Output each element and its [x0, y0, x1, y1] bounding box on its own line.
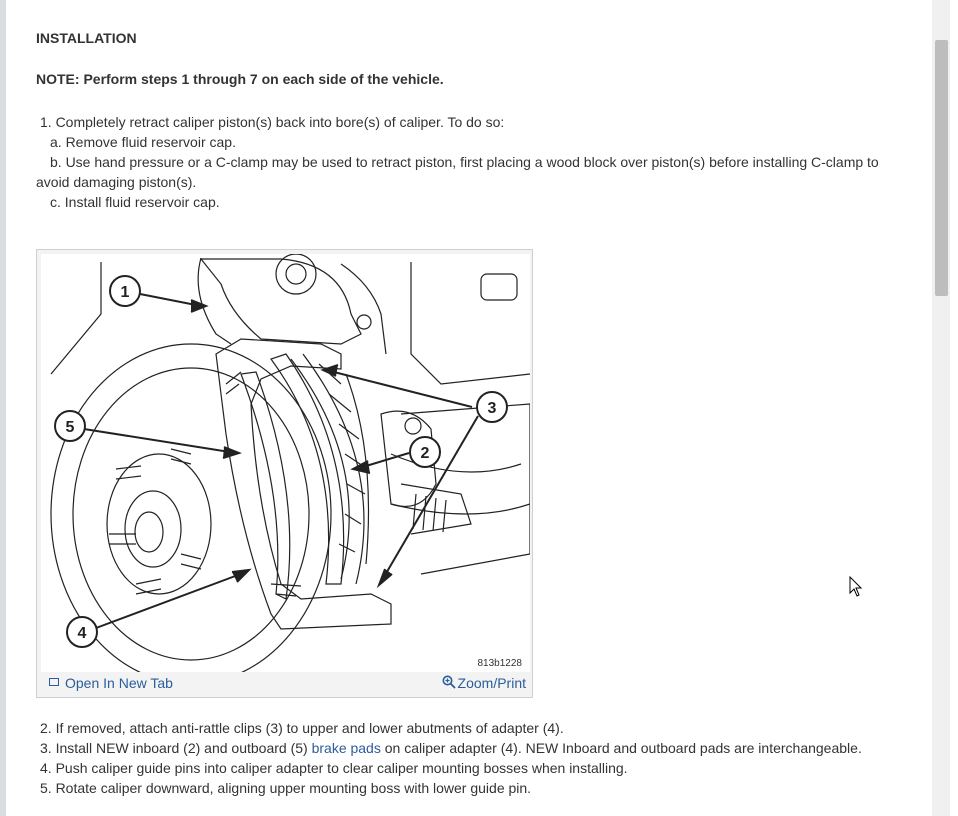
- scrollbar-thumb[interactable]: [935, 40, 948, 296]
- illustration-figure: 1 2 3 4 5 813b1228: [36, 249, 533, 698]
- step-4-text: 4. Push caliper guide pins into caliper …: [40, 760, 628, 776]
- open-in-new-tab-label: Open In New Tab: [65, 675, 173, 691]
- step-3-text: 3. Install NEW inboard (2) and outboard …: [40, 740, 862, 756]
- step-1-text: 1. Completely retract caliper piston(s) …: [40, 114, 505, 130]
- callout-4: 4: [66, 616, 98, 648]
- mouse-pointer-icon: [849, 576, 863, 597]
- step-2-text: 2. If removed, attach anti-rattle clips …: [40, 720, 564, 736]
- callout-1: 1: [109, 275, 141, 307]
- open-in-new-tab-icon: [49, 678, 59, 687]
- zoom-print-link[interactable]: Zoom/Print: [442, 675, 526, 691]
- note-text: NOTE: Perform steps 1 through 7 on each …: [36, 71, 444, 87]
- step-1-block: 1. Completely retract caliper piston(s) …: [36, 112, 896, 212]
- brake-assembly-drawing: 1 2 3 4 5: [50, 253, 531, 685]
- svg-text:3: 3: [488, 400, 497, 417]
- svg-text:4: 4: [78, 625, 87, 642]
- zoom-print-label: Zoom/Print: [457, 675, 526, 691]
- step-1b-text: b. Use hand pressure or a C-clamp may be…: [36, 154, 879, 190]
- callout-2: 2: [409, 436, 441, 468]
- figure-toolbar: Open In New Tab Zoom/Print: [37, 671, 532, 697]
- svg-text:5: 5: [66, 419, 75, 436]
- step-1a-text: a. Remove fluid reservoir cap.: [50, 134, 236, 150]
- brake-illustration[interactable]: 1 2 3 4 5 813b1228: [41, 253, 531, 685]
- open-in-new-tab-link[interactable]: Open In New Tab: [49, 675, 173, 691]
- svg-text:2: 2: [421, 445, 430, 462]
- section-heading: INSTALLATION: [36, 30, 137, 46]
- steps-2-5: 2. If removed, attach anti-rattle clips …: [36, 718, 896, 798]
- brake-pads-link[interactable]: brake pads: [311, 740, 381, 756]
- figure-code: 813b1228: [477, 658, 523, 669]
- step-1c-text: c. Install fluid reservoir cap.: [50, 194, 220, 210]
- callout-3: 3: [476, 391, 508, 423]
- magnifier-icon: [442, 675, 456, 689]
- window-edge: [0, 0, 6, 816]
- callout-5: 5: [54, 410, 86, 442]
- svg-text:1: 1: [121, 284, 130, 301]
- step-5-text: 5. Rotate caliper downward, aligning upp…: [40, 780, 532, 796]
